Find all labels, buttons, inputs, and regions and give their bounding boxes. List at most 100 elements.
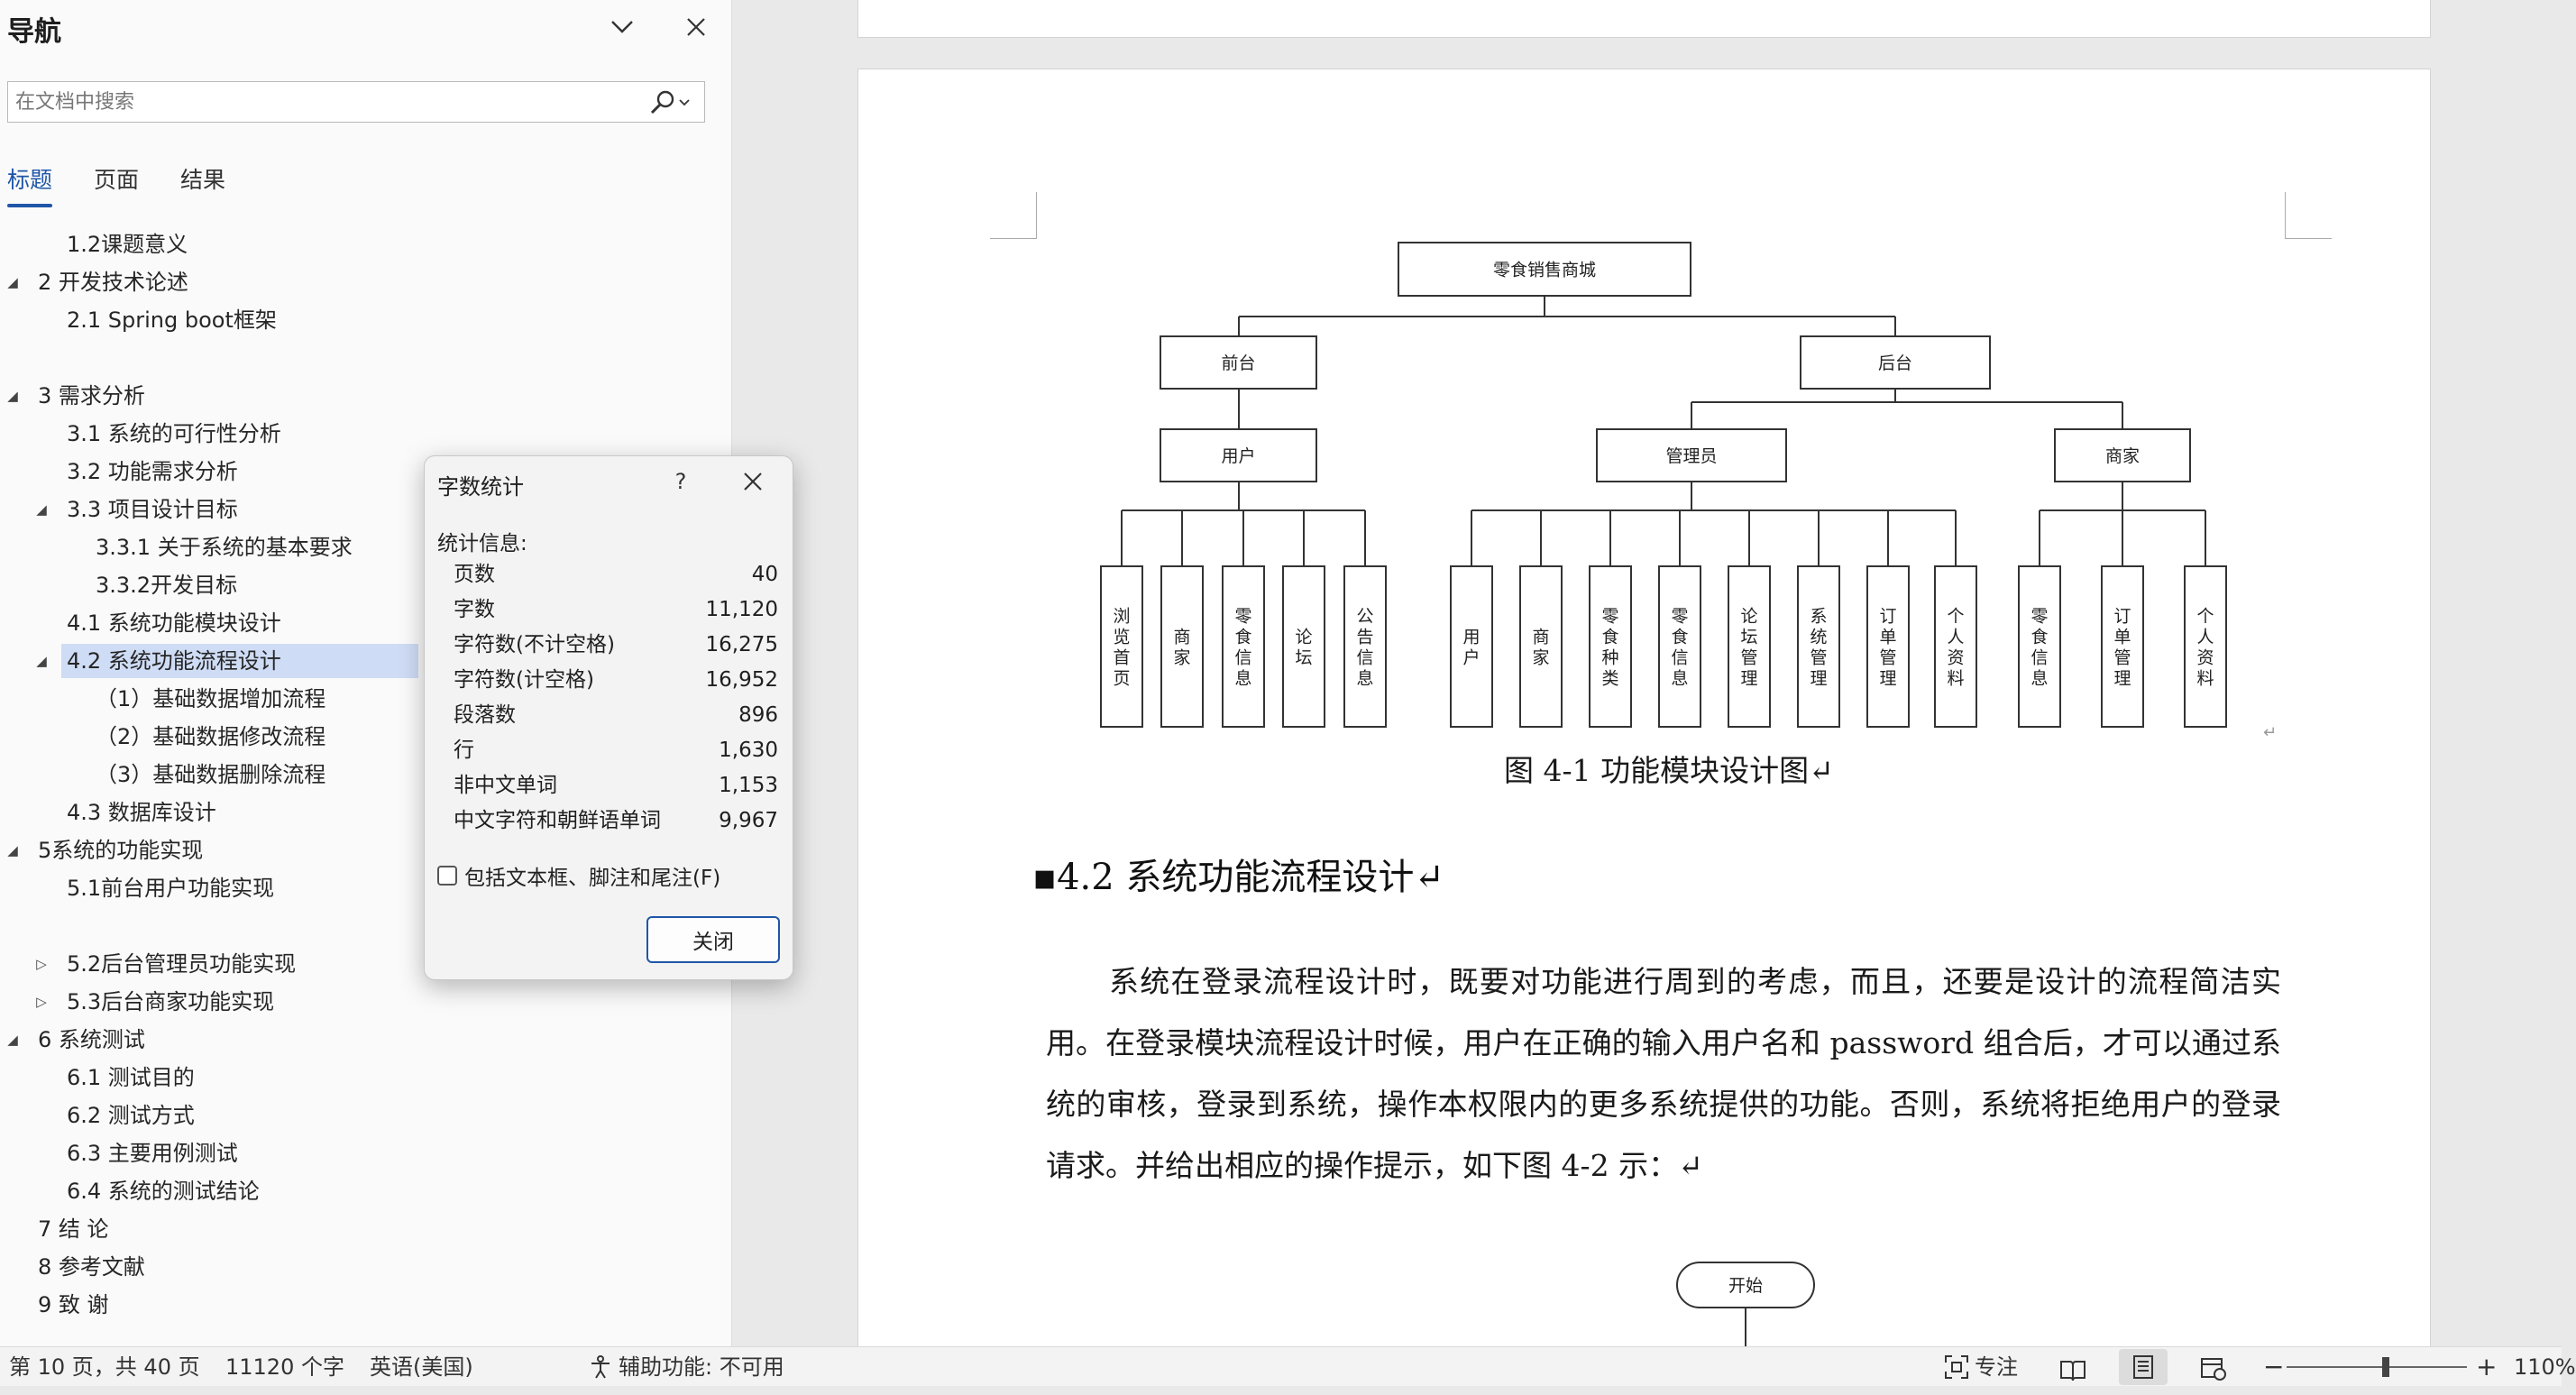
outline-item-label: 3.3.2开发目标 — [96, 573, 238, 598]
read-mode-button[interactable] — [2059, 1355, 2086, 1381]
outline-item[interactable]: 8 参考文献 — [0, 1250, 730, 1284]
help-button[interactable]: ? — [674, 469, 687, 494]
outline-item-label: 4.3 数据库设计 — [67, 800, 216, 825]
outline-item[interactable]: ◢2 开发技术论述 — [0, 265, 730, 299]
outline-item[interactable]: ◢ 5系统的功能实现 — [0, 833, 730, 867]
checkbox-box[interactable] — [437, 866, 457, 886]
outline-item-label: 3.3 项目设计目标 — [67, 497, 238, 522]
collapse-triangle-icon[interactable]: ◢ — [7, 1032, 18, 1048]
close-icon — [744, 473, 762, 491]
print-layout-icon — [2133, 1355, 2153, 1379]
outline-item[interactable]: 3.3.2开发目标 — [0, 568, 730, 602]
minus-icon: − — [2263, 1352, 2285, 1381]
outline-item[interactable]: 5.1前台用户功能实现 — [0, 871, 730, 905]
stat-label: 非中文单词 — [454, 774, 557, 797]
focus-icon — [1945, 1355, 1968, 1379]
outline-item-label: 1.2课题意义 — [67, 232, 188, 257]
outline-item-label: 3.2 功能需求分析 — [67, 459, 238, 484]
focus-mode-button[interactable]: 专注 — [1944, 1347, 2018, 1387]
chevron-down-icon — [679, 99, 690, 106]
collapse-triangle-icon[interactable]: ◢ — [7, 388, 18, 404]
expand-triangle-icon[interactable]: ▷ — [36, 956, 47, 972]
focus-label: 专注 — [1975, 1354, 2018, 1380]
stat-label: 页数 — [454, 563, 495, 586]
outline-item[interactable]: 1.2课题意义 — [0, 227, 730, 262]
outline-item[interactable]: 9 致 谢 — [0, 1288, 730, 1322]
outline-item[interactable]: 7 结 论 — [0, 1212, 730, 1246]
outline-item-label: 6.1 测试目的 — [67, 1065, 195, 1090]
outline-item[interactable]: ◢ 3.3 项目设计目标 — [0, 492, 730, 527]
dialog-close-button[interactable] — [731, 462, 775, 501]
outline-item-label: 7 结 论 — [38, 1216, 109, 1242]
accessibility-status[interactable]: 辅助功能: 不可用 — [588, 1347, 784, 1387]
outline-item-label: 6.3 主要用例测试 — [67, 1141, 238, 1166]
outline-item[interactable]: 2.1 Spring boot框架 — [0, 303, 730, 337]
chevron-down-icon — [611, 21, 633, 33]
nav-title: 导航 — [7, 16, 61, 48]
outline-item-label: 5系统的功能实现 — [38, 838, 204, 863]
collapse-triangle-icon[interactable]: ◢ — [7, 842, 18, 858]
web-layout-icon — [2201, 1358, 2226, 1381]
outline-item[interactable]: 4.3 数据库设计 — [0, 795, 730, 830]
outline-item-label: 3 需求分析 — [38, 383, 145, 408]
zoom-in-button[interactable]: + — [2476, 1347, 2497, 1387]
zoom-slider[interactable] — [2287, 1347, 2467, 1387]
collapse-triangle-icon[interactable]: ◢ — [36, 653, 47, 669]
outline-item-label: 5.3后台商家功能实现 — [67, 989, 275, 1014]
outline-item[interactable]: ◢ 3 需求分析 — [0, 379, 730, 413]
outline-item[interactable]: 6.4 系统的测试结论 — [0, 1174, 730, 1208]
stat-label: 中文字符和朝鲜语单词 — [454, 809, 661, 832]
stats-label: 统计信息: — [437, 532, 527, 555]
stat-value: 40 — [751, 563, 778, 586]
outline-item[interactable]: ▷ 5.3后台商家功能实现 — [0, 985, 730, 1019]
outline-item — [0, 341, 730, 375]
outline-item-label: 6.4 系统的测试结论 — [67, 1179, 260, 1204]
search-button[interactable] — [648, 89, 693, 116]
page-count-status[interactable]: 第 10 页，共 40 页 — [9, 1354, 200, 1380]
collapse-triangle-icon[interactable]: ◢ — [36, 501, 47, 518]
document-area[interactable] — [733, 0, 2562, 1367]
outline-item[interactable]: 6.2 测试方式 — [0, 1098, 730, 1133]
outline-item[interactable]: （1）基础数据增加流程 — [0, 682, 730, 716]
expand-triangle-icon[interactable]: ▷ — [36, 994, 47, 1010]
outline-item[interactable]: 3.1 系统的可行性分析 — [0, 417, 730, 451]
stat-value: 16,275 — [705, 633, 778, 656]
collapse-triangle-icon[interactable]: ◢ — [7, 274, 18, 290]
outline-item[interactable]: ◢6 系统测试 — [0, 1023, 730, 1057]
plus-icon: + — [2476, 1352, 2498, 1381]
outline-item[interactable]: 6.1 测试目的 — [0, 1060, 730, 1095]
outline-item-label: 3.3.1 关于系统的基本要求 — [96, 535, 353, 560]
zoom-level[interactable]: 110% — [2514, 1354, 2576, 1380]
print-layout-button[interactable] — [2119, 1349, 2168, 1385]
language-status[interactable]: 英语(美国) — [370, 1354, 473, 1380]
outline-item[interactable]: 3.2 功能需求分析 — [0, 454, 730, 489]
stat-row: 字符数(不计空格)16,275 — [454, 628, 778, 662]
nav-search-input[interactable] — [15, 82, 646, 122]
outline-item[interactable]: （3）基础数据删除流程 — [0, 757, 730, 792]
tab-pages[interactable]: 页面 — [94, 167, 140, 193]
zoom-out-button[interactable]: − — [2263, 1347, 2284, 1387]
tab-headings[interactable]: 标题 — [7, 162, 53, 207]
zoom-slider-track — [2287, 1366, 2467, 1368]
outline-item[interactable]: ◢4.2 系统功能流程设计 — [0, 644, 730, 678]
zoom-slider-thumb[interactable] — [2382, 1357, 2389, 1377]
nav-close-button[interactable] — [674, 5, 718, 49]
nav-options-button[interactable] — [600, 5, 644, 49]
figure-caption: 图 4-1 功能模块设计图↵ — [1504, 753, 1834, 788]
outline-item-label: （2）基础数据修改流程 — [96, 724, 326, 749]
outline-item[interactable]: 4.1 系统功能模块设计 — [0, 606, 730, 640]
word-count-status[interactable]: 11120 个字 — [225, 1354, 344, 1380]
include-textbox-checkbox[interactable]: 包括文本框、脚注和尾注(F) — [437, 860, 720, 891]
outline-item[interactable]: （2）基础数据修改流程 — [0, 720, 730, 754]
outline-item[interactable]: 3.3.1 关于系统的基本要求 — [0, 530, 730, 564]
close-button[interactable]: 关闭 — [646, 916, 780, 963]
outline-item-label: 3.1 系统的可行性分析 — [67, 421, 281, 446]
outline-item[interactable]: 6.3 主要用例测试 — [0, 1136, 730, 1170]
stat-label: 字数 — [454, 598, 495, 621]
stat-label: 字符数(计空格) — [454, 668, 594, 692]
web-layout-button[interactable] — [2200, 1354, 2227, 1381]
outline-item[interactable]: ▷5.2后台管理员功能实现 — [0, 947, 730, 981]
stat-row: 字符数(计空格)16,952 — [454, 663, 778, 697]
tab-results[interactable]: 结果 — [180, 167, 226, 193]
